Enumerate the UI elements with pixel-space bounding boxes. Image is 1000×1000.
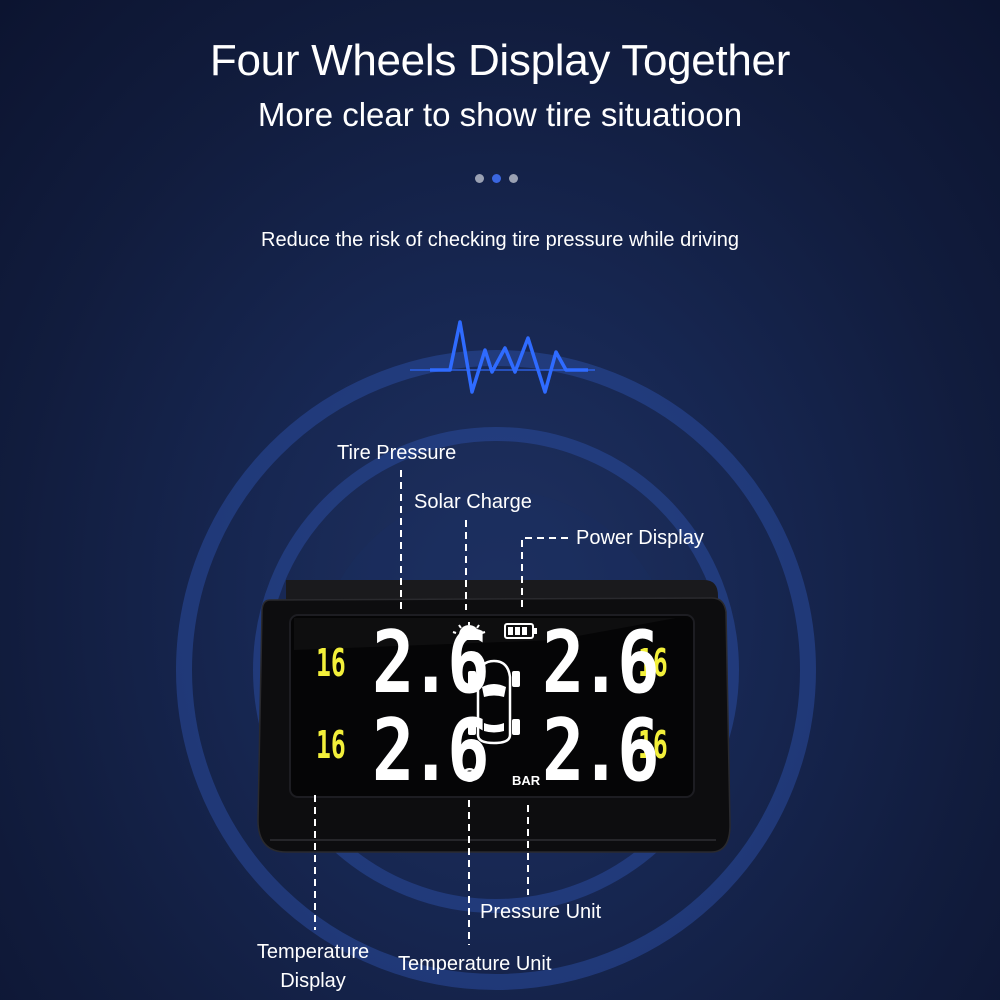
battery-icon xyxy=(504,623,537,639)
label-temperature-display: Temperature Display xyxy=(253,938,373,996)
outer-ring xyxy=(176,350,816,990)
carousel-dots xyxy=(475,174,518,183)
label-solar-charge: Solar Charge xyxy=(414,491,532,513)
pressure-rear-right: 2.6 xyxy=(542,701,660,801)
pressure-unit: BAR xyxy=(512,773,541,788)
label-tire-pressure: Tire Pressure xyxy=(337,442,457,464)
heartbeat-icon xyxy=(410,320,595,394)
tagline: Reduce the risk of checking tire pressur… xyxy=(261,229,739,251)
inner-ring xyxy=(253,427,739,913)
lcd-screen: 16 16 16 16 2.6 2.6 2.6 2.6 °C BAR xyxy=(292,613,696,801)
carousel-dot-3[interactable] xyxy=(509,174,518,183)
pressure-front-right: 2.6 xyxy=(542,613,660,713)
car-icon xyxy=(468,659,520,745)
carousel-dot-2[interactable] xyxy=(492,174,501,183)
temperature-rear-right: 16 xyxy=(638,723,668,767)
page-subtitle: More clear to show tire situatioon xyxy=(257,96,743,133)
label-temperature-display-line2: Display xyxy=(280,970,346,992)
carousel-dot-1[interactable] xyxy=(475,174,484,183)
label-power-display: Power Display xyxy=(576,527,704,549)
temperature-unit: °C xyxy=(454,765,477,787)
pressure-rear-left: 2.6 xyxy=(372,701,490,801)
label-pressure-unit: Pressure Unit xyxy=(480,901,602,923)
tpms-display-device xyxy=(257,580,731,853)
label-temperature-display-line1: Temperature xyxy=(256,941,370,963)
temperature-front-right: 16 xyxy=(638,641,668,685)
temperature-rear-left: 16 xyxy=(316,723,346,767)
page-title: Four Wheels Display Together xyxy=(209,36,791,85)
temperature-front-left: 16 xyxy=(316,641,346,685)
solar-charge-icon xyxy=(452,622,486,640)
label-temperature-unit: Temperature Unit xyxy=(398,953,552,975)
